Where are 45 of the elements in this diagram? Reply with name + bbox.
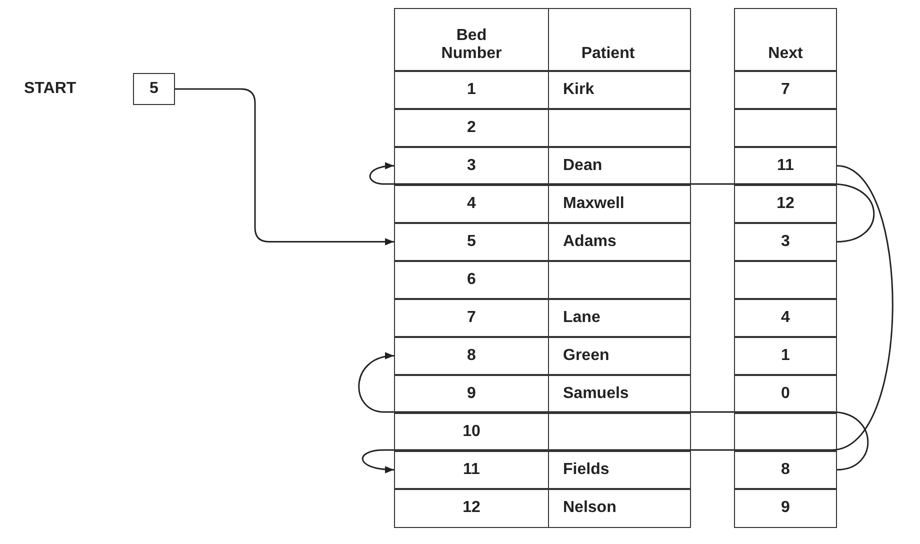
table-cell: 7 bbox=[734, 70, 837, 110]
table-cell: 1 bbox=[394, 70, 549, 110]
table-cell: 12 bbox=[394, 488, 549, 528]
table-cell: Lane bbox=[548, 298, 691, 338]
table-cell: 8 bbox=[394, 336, 549, 376]
table-cell: Maxwell bbox=[548, 184, 691, 224]
column-header: Patient bbox=[548, 8, 691, 72]
table-cell: Dean bbox=[548, 146, 691, 186]
arrow bbox=[370, 162, 874, 242]
table-cell bbox=[548, 108, 691, 148]
table-cell: Samuels bbox=[548, 374, 691, 414]
table-cell: 6 bbox=[394, 260, 549, 300]
column-header: Next bbox=[734, 8, 837, 72]
table-cell: Kirk bbox=[548, 70, 691, 110]
table-cell: 11 bbox=[734, 146, 837, 186]
table-cell: 3 bbox=[394, 146, 549, 186]
arrow bbox=[362, 165, 894, 473]
pointer-label: START bbox=[24, 80, 76, 98]
arrow bbox=[175, 88, 394, 246]
table-cell bbox=[548, 260, 691, 300]
table-cell: Nelson bbox=[548, 488, 691, 528]
table-cell bbox=[734, 260, 837, 300]
table-cell: 7 bbox=[394, 298, 549, 338]
table-cell: 5 bbox=[394, 222, 549, 262]
table-cell: Green bbox=[548, 336, 691, 376]
table-cell: 8 bbox=[734, 450, 837, 490]
table-cell: Fields bbox=[548, 450, 691, 490]
table-cell: 4 bbox=[734, 298, 837, 338]
table-cell: 12 bbox=[734, 184, 837, 224]
table-cell bbox=[734, 108, 837, 148]
table-cell bbox=[734, 412, 837, 452]
table-cell: 11 bbox=[394, 450, 549, 490]
table-cell: 3 bbox=[734, 222, 837, 262]
table-cell: 9 bbox=[394, 374, 549, 414]
table-cell: 9 bbox=[734, 488, 837, 528]
table-cell: 0 bbox=[734, 374, 837, 414]
table-cell bbox=[548, 412, 691, 452]
table-cell: 10 bbox=[394, 412, 549, 452]
table-cell: 1 bbox=[734, 336, 837, 376]
table-cell: Adams bbox=[548, 222, 691, 262]
arrow bbox=[358, 353, 869, 470]
column-header: Bed Number bbox=[394, 8, 549, 72]
table-cell: 4 bbox=[394, 184, 549, 224]
table-cell: 2 bbox=[394, 108, 549, 148]
pointer-box: 5 bbox=[133, 73, 175, 105]
